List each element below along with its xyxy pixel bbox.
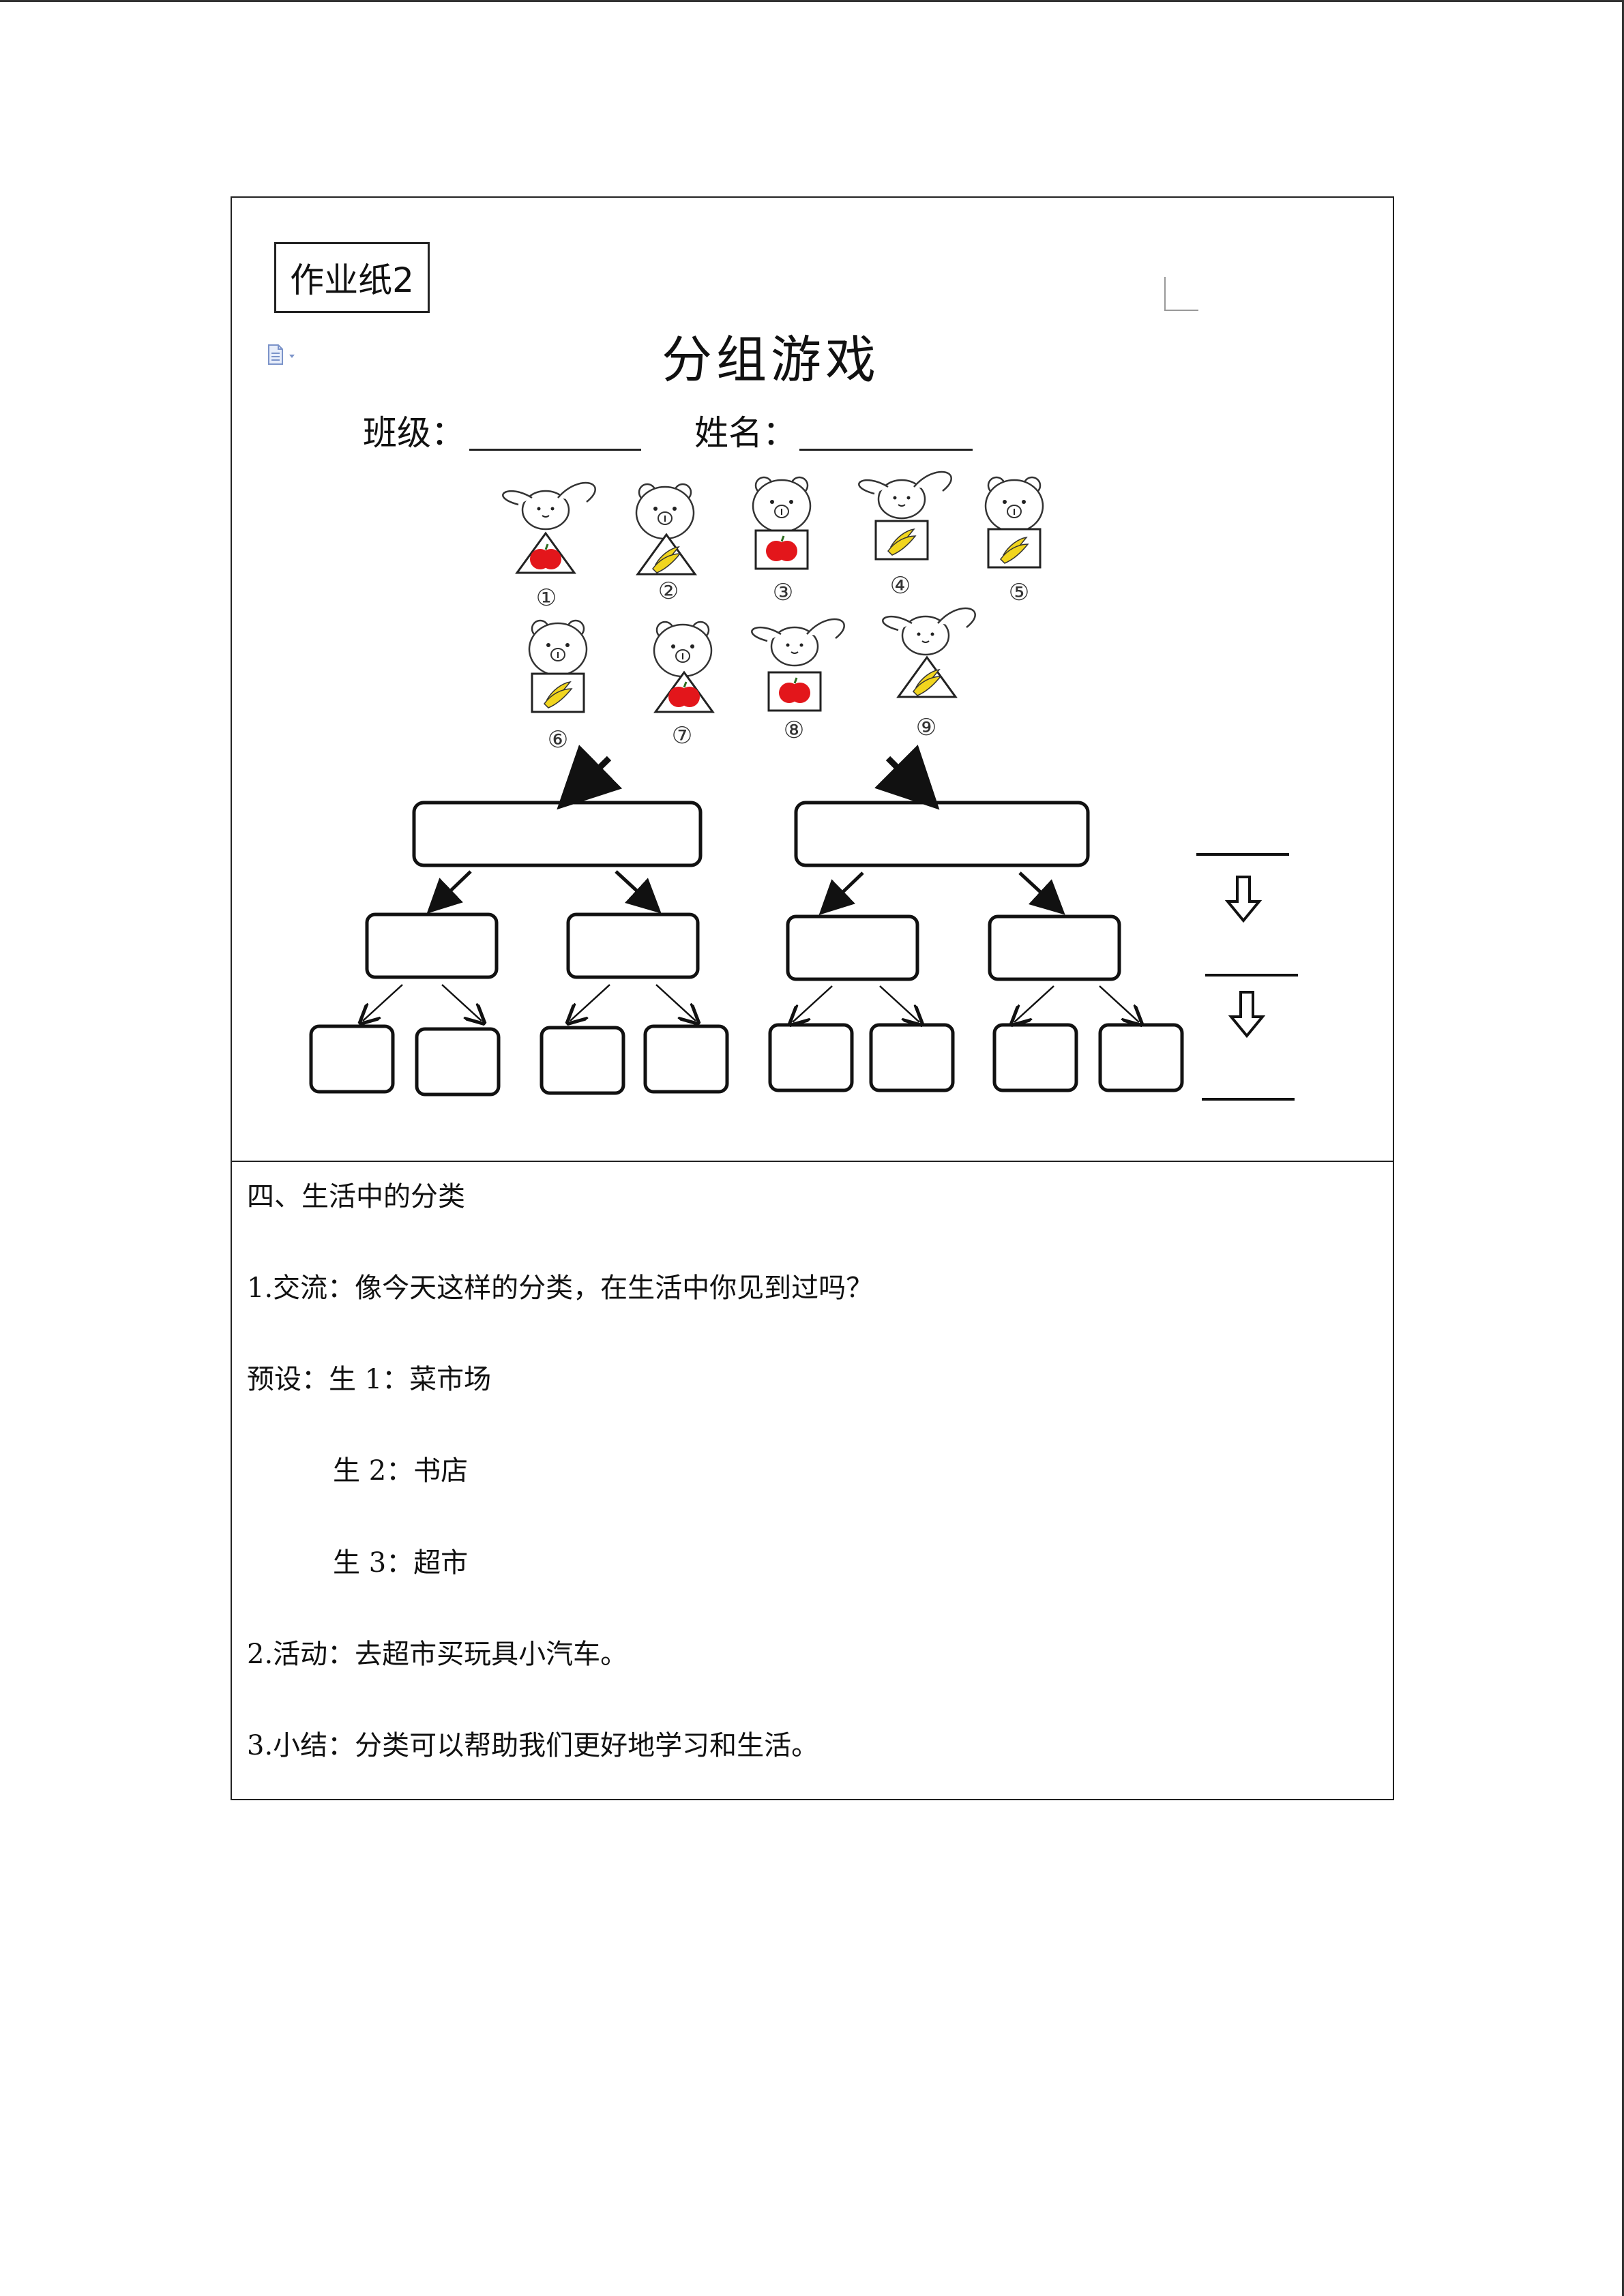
group-box-level1-left[interactable] bbox=[414, 803, 700, 865]
text-line-2: 预设：生 1：菜市场 bbox=[247, 1357, 491, 1397]
arrow-top-right bbox=[888, 758, 922, 792]
text-line-1: 1.交流：像今天这样的分类，在生活中你见到过吗？ bbox=[247, 1266, 873, 1305]
animal-9 bbox=[883, 608, 975, 697]
down-arrow-icon bbox=[1228, 877, 1259, 921]
animal-number-1: ① bbox=[536, 584, 557, 612]
animal-8 bbox=[752, 619, 844, 711]
down-arrow-icon bbox=[1231, 992, 1263, 1036]
group-box-level1-right[interactable] bbox=[796, 803, 1088, 865]
animal-3 bbox=[753, 477, 810, 569]
group-box-level2-2[interactable] bbox=[568, 914, 698, 977]
group-box-level3-7[interactable] bbox=[994, 1025, 1076, 1090]
animal-number-2: ② bbox=[658, 578, 679, 605]
animal-number-9: ⑨ bbox=[916, 714, 936, 741]
animal-6 bbox=[529, 621, 587, 712]
arrow-top-left bbox=[574, 758, 609, 792]
animal-number-5: ⑤ bbox=[1009, 579, 1029, 606]
animal-number-8: ⑧ bbox=[784, 717, 804, 744]
group-box-level3-2[interactable] bbox=[417, 1029, 499, 1094]
animal-number-3: ③ bbox=[773, 579, 793, 606]
table-row-divider bbox=[231, 1161, 1394, 1162]
section-heading: 四、生活中的分类 bbox=[247, 1174, 465, 1214]
text-line-3: 生 2：书店 bbox=[333, 1448, 468, 1488]
group-box-level2-1[interactable] bbox=[367, 914, 497, 977]
group-box-level2-4[interactable] bbox=[990, 916, 1119, 979]
group-box-level2-3[interactable] bbox=[788, 916, 917, 979]
animal-number-4: ④ bbox=[890, 572, 911, 599]
animal-7 bbox=[654, 622, 713, 712]
text-line-4: 生 3：超市 bbox=[333, 1540, 468, 1580]
text-line-6: 3.小结：分类可以帮助我们更好地学习和生活。 bbox=[247, 1723, 818, 1763]
group-box-level3-8[interactable] bbox=[1100, 1025, 1182, 1090]
grouping-diagram: ① ② ③ ④ ⑤ ⑥ ⑦ ⑧ ⑨ bbox=[0, 0, 1624, 1159]
text-line-5: 2.活动：去超市买玩具小汽车。 bbox=[247, 1632, 628, 1671]
animal-1 bbox=[503, 483, 595, 573]
group-box-level3-4[interactable] bbox=[645, 1026, 727, 1092]
group-box-level3-3[interactable] bbox=[542, 1028, 623, 1093]
group-box-level3-1[interactable] bbox=[311, 1026, 393, 1092]
animal-4 bbox=[859, 472, 951, 559]
animal-2 bbox=[636, 484, 695, 574]
group-box-level3-5[interactable] bbox=[770, 1025, 852, 1090]
animal-5 bbox=[986, 477, 1043, 567]
animal-number-7: ⑦ bbox=[672, 722, 692, 749]
group-box-level3-6[interactable] bbox=[871, 1025, 953, 1090]
animal-number-6: ⑥ bbox=[548, 726, 568, 754]
